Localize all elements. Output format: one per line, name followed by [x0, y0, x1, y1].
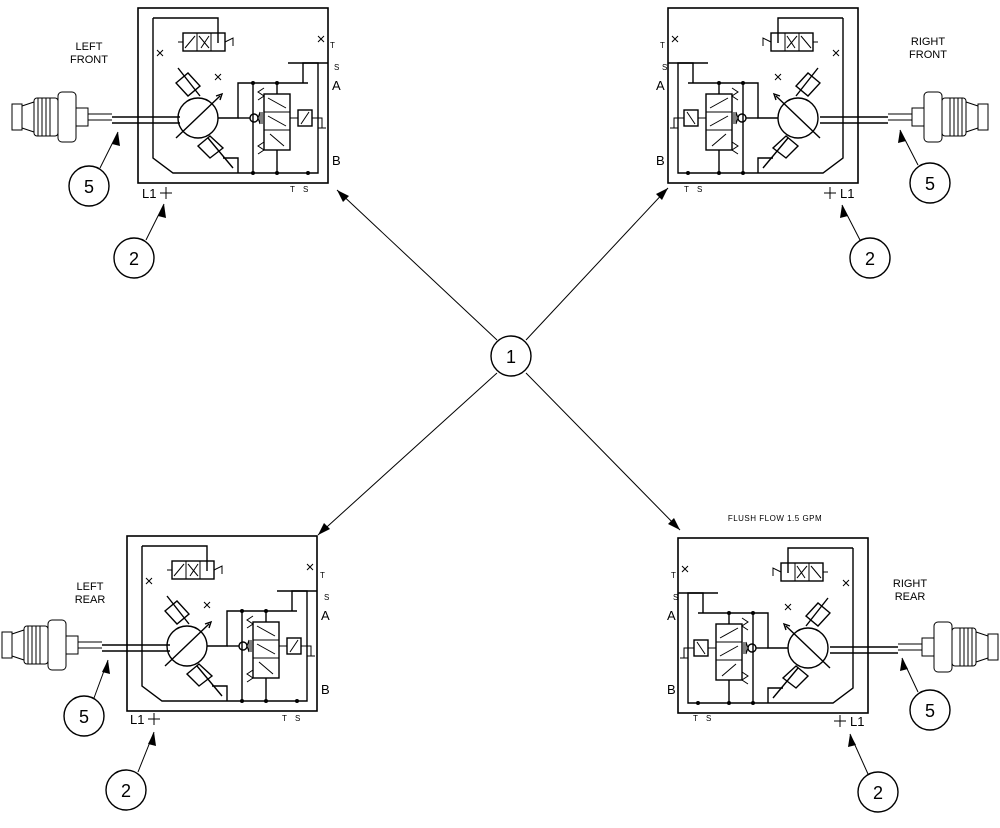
wheel-label-line2: FRONT	[70, 54, 108, 66]
arrowhead	[318, 523, 330, 535]
wheel-label-line2: REAR	[895, 591, 926, 603]
wheel-hub	[1, 619, 103, 671]
arrowhead	[668, 518, 680, 530]
arrowhead	[337, 190, 349, 202]
port-a-label: A	[321, 608, 330, 623]
port-a-label: A	[656, 78, 665, 93]
leader-left-front	[336, 189, 498, 341]
port-s-label: S	[706, 714, 711, 723]
wheel-label-line2: FRONT	[909, 49, 947, 61]
wheel-label-line2: REAR	[75, 594, 106, 606]
wheel-hub	[887, 91, 989, 143]
valve-block	[137, 7, 329, 184]
wheel-label-line1: RIGHT	[911, 36, 946, 48]
balloon-number: 1	[506, 347, 516, 367]
arrowhead	[656, 188, 668, 200]
unit-left-rear: LEFT REAR A B T S T S L1 5 2	[1, 535, 330, 811]
port-t-label: T	[330, 41, 335, 50]
wheel-hub	[11, 91, 113, 143]
balloon-number: 5	[925, 701, 935, 721]
unit-right-front: RIGHT FRONT A B T S T S L1 5 2	[656, 7, 989, 279]
balloon-number: 2	[865, 249, 875, 269]
port-s-label: S	[324, 593, 329, 602]
port-l1-label: L1	[840, 186, 854, 201]
valve-block	[667, 7, 859, 184]
leader-left-rear	[317, 372, 498, 536]
port-s-label: S	[662, 63, 667, 72]
port-a-label: A	[332, 78, 341, 93]
port-s-label: S	[334, 63, 339, 72]
port-t-label: T	[693, 714, 698, 723]
balloon-number: 2	[121, 781, 131, 801]
balloon-number: 2	[129, 249, 139, 269]
valve-block	[677, 537, 869, 714]
balloon-number: 5	[79, 707, 89, 727]
port-l1-label: L1	[130, 712, 144, 727]
port-t-label: T	[660, 41, 665, 50]
unit-left-front: LEFT FRONT A B T S T S L1 5 2	[11, 7, 341, 279]
wheel-label-line1: LEFT	[77, 581, 104, 593]
leader-right-front	[525, 187, 669, 341]
flush-flow-note: FLUSH FLOW 1.5 GPM	[728, 514, 822, 523]
port-b-label: B	[321, 682, 330, 697]
wheel-label-line1: LEFT	[76, 41, 103, 53]
port-t-label: T	[671, 571, 676, 580]
port-b-label: B	[656, 153, 665, 168]
port-t-label: T	[290, 185, 295, 194]
callout-balloon-center: 1	[490, 335, 532, 377]
port-t-label: T	[320, 571, 325, 580]
port-a-label: A	[667, 608, 676, 623]
port-s-label: S	[295, 714, 300, 723]
balloon-number: 5	[84, 177, 94, 197]
port-s-label: S	[673, 593, 678, 602]
port-s-label: S	[697, 185, 702, 194]
port-b-label: B	[667, 682, 676, 697]
port-b-label: B	[332, 153, 341, 168]
port-t-label: T	[684, 185, 689, 194]
wheel-hub	[897, 621, 999, 673]
unit-right-rear: FLUSH FLOW 1.5 GPM RIGHT REAR A B T S T …	[667, 514, 999, 813]
wheel-label-line1: RIGHT	[893, 578, 928, 590]
port-t-label: T	[282, 714, 287, 723]
leader-right-rear	[525, 372, 681, 531]
port-s-label: S	[303, 185, 308, 194]
port-l1-label: L1	[850, 714, 864, 729]
valve-block	[126, 535, 318, 712]
port-l1-label: L1	[142, 186, 156, 201]
balloon-number: 2	[873, 783, 883, 803]
balloon-number: 5	[925, 174, 935, 194]
